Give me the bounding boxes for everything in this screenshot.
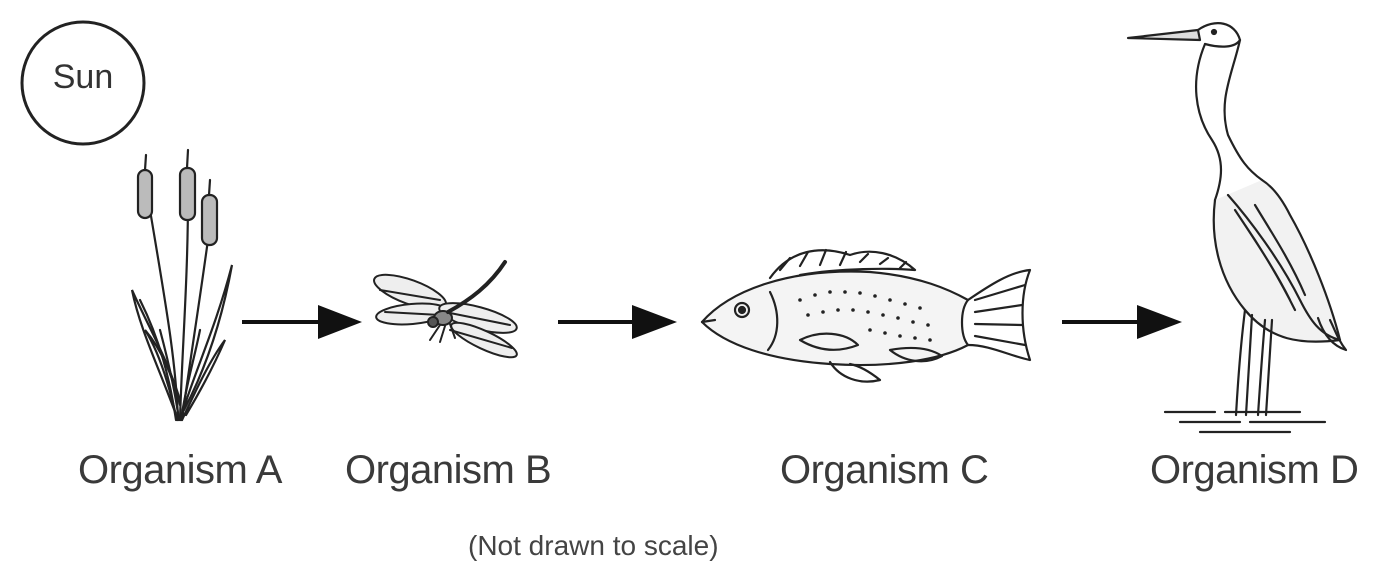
arrow-b-to-c: [558, 305, 677, 339]
arrow-a-to-b: [242, 305, 362, 339]
organism-d-label: Organism D: [1150, 448, 1358, 493]
organism-a-label: Organism A: [78, 448, 282, 493]
organism-c-label: Organism C: [780, 448, 988, 493]
heron-icon: [1128, 23, 1346, 432]
organism-b-label: Organism B: [345, 448, 551, 493]
sun-label: Sun: [29, 58, 137, 97]
scale-note: (Not drawn to scale): [468, 530, 719, 562]
cattail-plant-icon: [132, 150, 232, 420]
fish-icon: [702, 250, 1030, 382]
arrow-c-to-d: [1062, 305, 1182, 339]
dragonfly-icon: [370, 262, 520, 363]
